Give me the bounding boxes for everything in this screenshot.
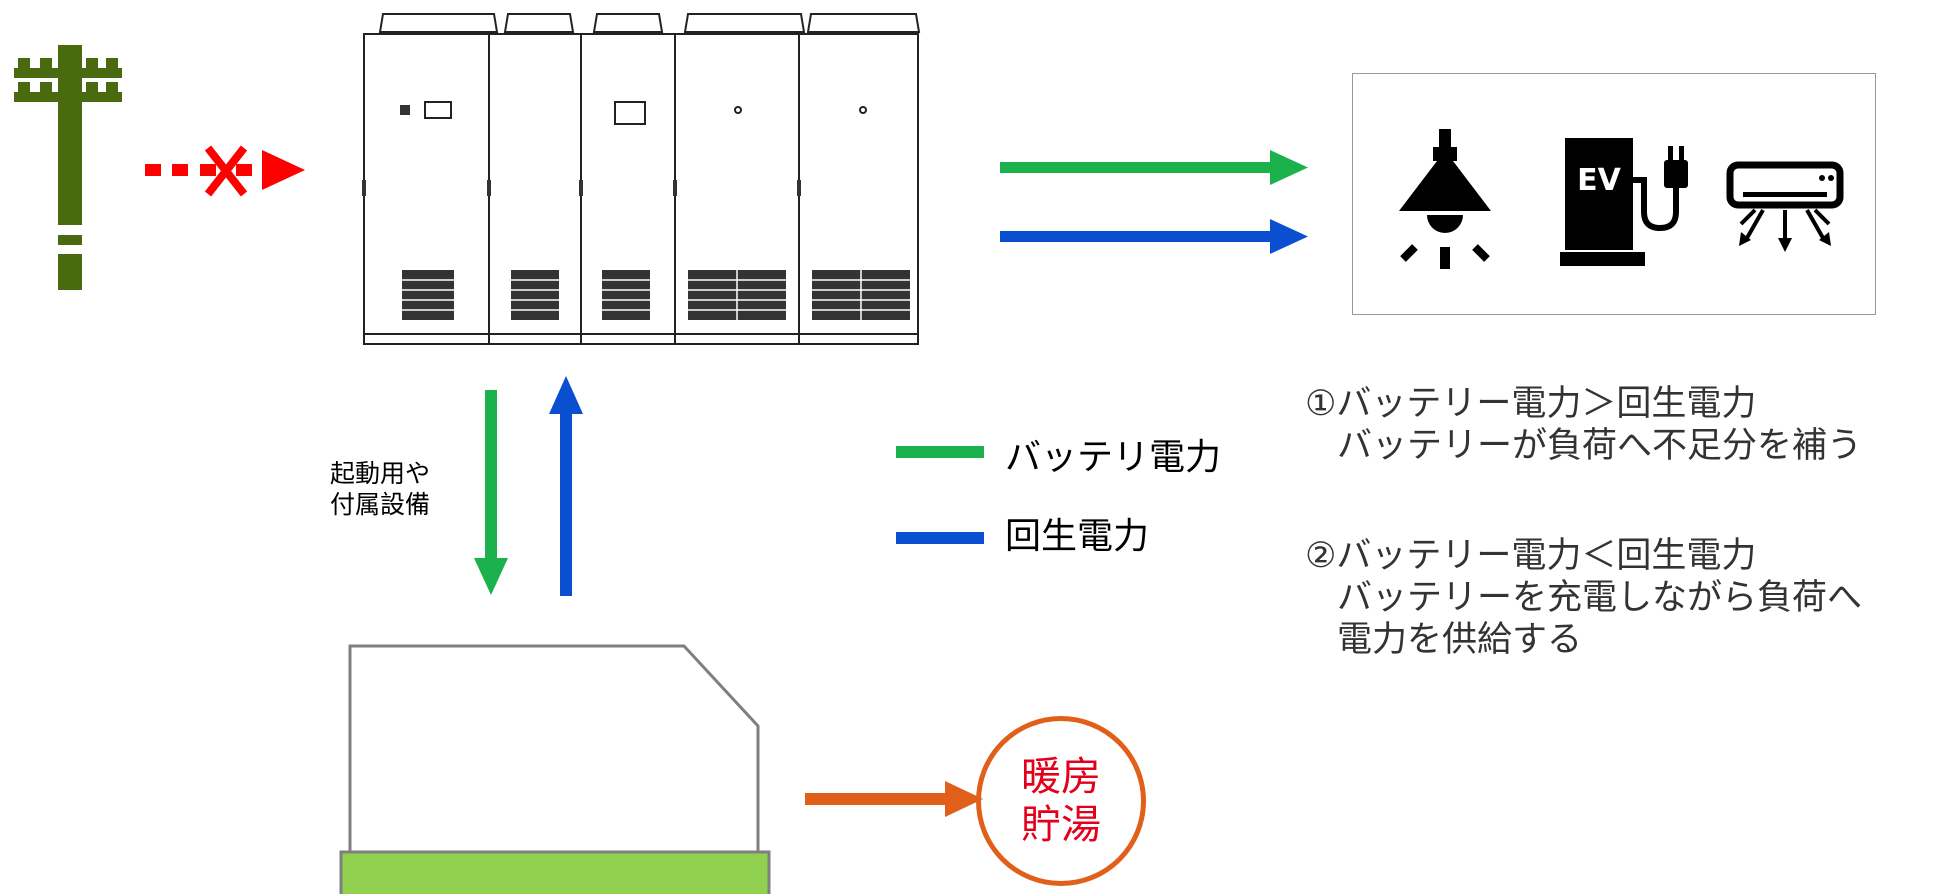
auxiliary-label-line2: 付属設備 [330, 490, 431, 520]
battery-output-arrow [1000, 150, 1308, 185]
ev-label: EV [1577, 163, 1621, 198]
legend-regen-label: 回生電力 [1005, 516, 1150, 557]
case2-title: ②バッテリー電力＜回生電力 [1305, 536, 1757, 576]
heat-output-arrow [805, 781, 983, 817]
air-conditioner-icon [1726, 161, 1844, 252]
case2-description: ②バッテリー電力＜回生電力 バッテリーを充電しながら負荷へ 電力を供給する [1305, 535, 1862, 661]
legend-battery-label: バッテリ電力 [1005, 437, 1222, 478]
case2-text-line1: バッテリーを充電しながら負荷へ [1337, 578, 1863, 618]
regen-up-arrow [549, 376, 583, 596]
power-cabinet-icon [362, 13, 921, 345]
battery-down-arrow [474, 390, 508, 595]
ev-charger-icon: EV [1560, 138, 1688, 266]
blocked-arrow-icon [145, 145, 305, 197]
case1-title: ①バッテリー電力＞回生電力 [1305, 384, 1757, 424]
heating-label-line1: 暖房 [1021, 754, 1101, 800]
regen-output-arrow [1000, 219, 1308, 254]
auxiliary-label: 起動用や 付属設備 [330, 458, 430, 521]
legend-battery-swatch [896, 446, 984, 458]
ceiling-light-icon [1399, 129, 1491, 269]
utility-pole-icon [14, 45, 122, 290]
case2-text-line2: 電力を供給する [1337, 620, 1583, 660]
case1-description: ①バッテリー電力＞回生電力 バッテリーが負荷へ不足分を補う [1305, 383, 1862, 467]
case1-text: バッテリーが負荷へ不足分を補う [1337, 426, 1863, 466]
heating-circle: 暖房 貯湯 [976, 716, 1146, 886]
legend-regen-swatch [896, 532, 984, 544]
auxiliary-label-line1: 起動用や [330, 459, 431, 488]
generator-unit-icon [339, 644, 771, 894]
heating-label-line2: 貯湯 [1021, 802, 1101, 848]
